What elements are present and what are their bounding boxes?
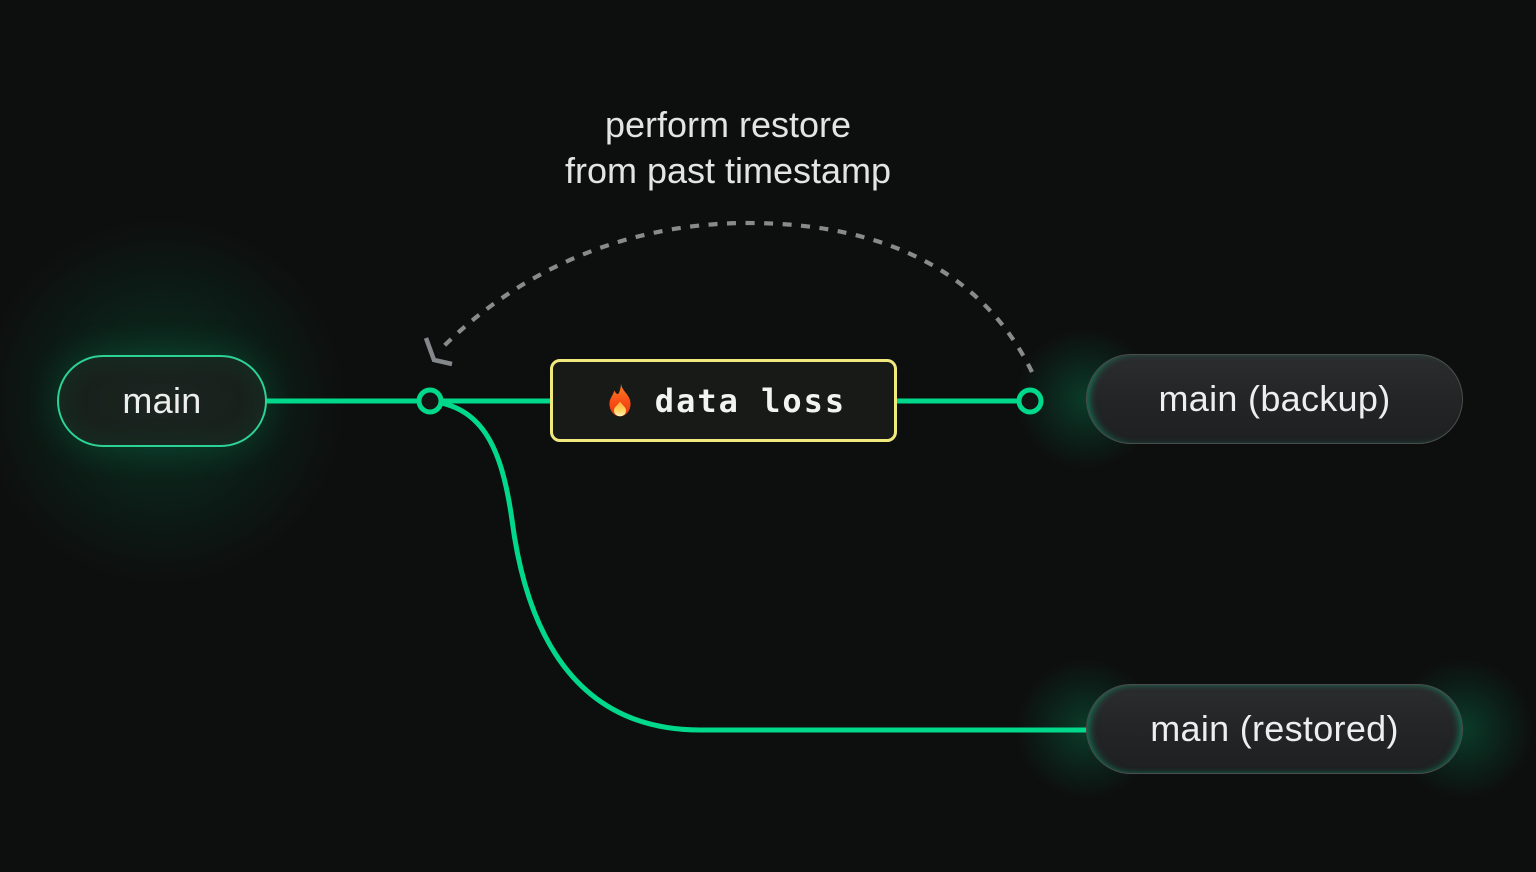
data-loss-label: data loss	[654, 381, 847, 420]
restore-arrowhead-icon	[423, 337, 453, 367]
restore-annotation-line1: perform restore	[604, 104, 852, 145]
restore-arrow-arc	[436, 220, 1034, 373]
node-main-restored: main (restored)	[1086, 684, 1463, 774]
node-main-backup-label: main (backup)	[1158, 378, 1391, 419]
node-main-backup: main (backup)	[1086, 354, 1463, 444]
node-main-label: main	[122, 380, 202, 421]
fire-icon	[609, 383, 631, 416]
node-main-restored-label: main (restored)	[1150, 708, 1399, 749]
restore-annotation-line2: from past timestamp	[564, 150, 892, 191]
node-main: main	[57, 355, 267, 447]
backup-point-node	[1016, 387, 1044, 415]
data-loss-badge: data loss	[550, 359, 897, 442]
restore-annotation: perform restore from past timestamp	[458, 102, 998, 194]
branch-point-node	[416, 387, 444, 415]
restored-branch-line	[429, 398, 1092, 733]
